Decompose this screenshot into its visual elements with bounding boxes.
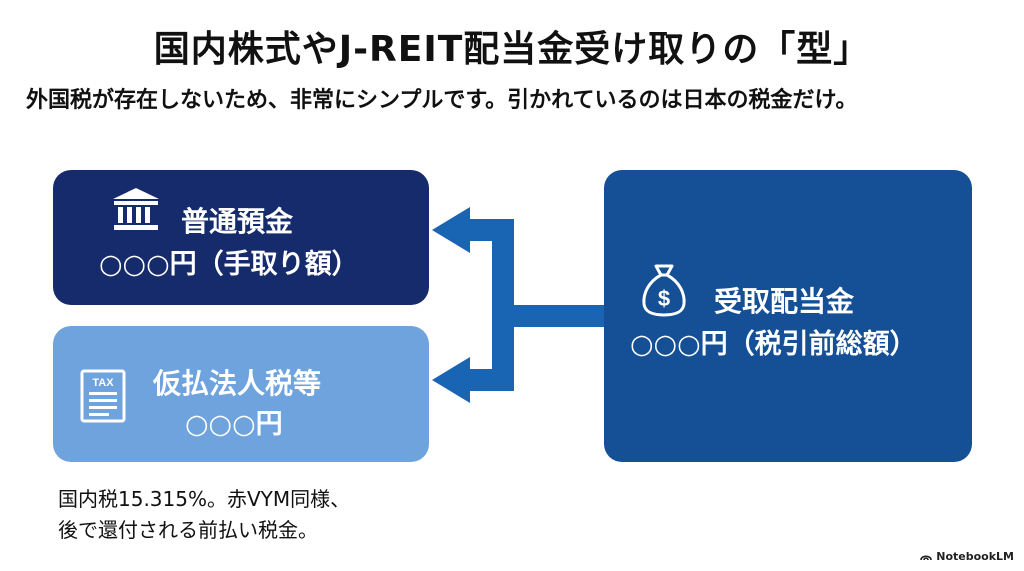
- tax-document-icon: TAX: [80, 369, 126, 423]
- arrow-branch-from-dividend: [492, 305, 606, 327]
- brand-watermark: NotebookLM: [920, 550, 1014, 563]
- arrow-shaft-to-tax: [464, 369, 514, 391]
- dividend-box-title: 受取配当金: [714, 285, 855, 318]
- notebooklm-logo-icon: [920, 554, 933, 560]
- arrow-head-to-bank: [432, 207, 470, 253]
- page-title: 国内株式やJ-REIT配当金受け取りの「型」: [153, 29, 871, 70]
- bank-box-amount: ○○○円（手取り額）: [99, 249, 359, 280]
- page-subtitle: 外国税が存在しないため、非常にシンプルです。引かれているのは日本の税金だけ。: [26, 88, 858, 113]
- tax-note-line-1: 国内税15.315%。赤VYM同様、: [58, 487, 351, 511]
- tax-note: 国内税15.315%。赤VYM同様、 後で還付される前払い税金。: [58, 484, 350, 546]
- money-bag-icon: $: [642, 264, 686, 317]
- arrow-head-to-tax: [432, 357, 470, 403]
- dividend-received-box: $ 受取配当金 ○○○円（税引前総額）: [604, 170, 972, 462]
- tax-box-amount: ○○○円: [185, 409, 283, 440]
- tax-note-line-2: 後で還付される前払い税金。: [58, 518, 318, 542]
- dividend-box-amount: ○○○円（税引前総額）: [630, 329, 917, 360]
- tax-icon-label: TAX: [92, 377, 114, 389]
- bank-box-title: 普通預金: [181, 205, 294, 238]
- bank-icon: [113, 188, 159, 230]
- bank-deposit-box: 普通預金 ○○○円（手取り額）: [53, 170, 429, 305]
- arrow-shaft-to-bank: [464, 219, 514, 241]
- provisional-tax-box: TAX 仮払法人税等 ○○○円: [53, 326, 429, 462]
- tax-box-title: 仮払法人税等: [153, 367, 322, 400]
- svg-text:$: $: [658, 286, 670, 311]
- brand-label: NotebookLM: [936, 550, 1014, 563]
